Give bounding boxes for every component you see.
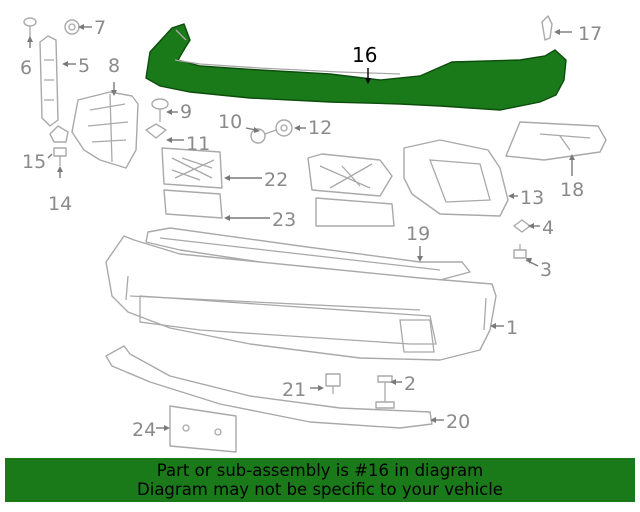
banner-line-part: Part or sub-assembly is #16 in diagram [156, 461, 484, 480]
part-15-clip[interactable] [49, 125, 69, 143]
part-16-upper-cover[interactable] [145, 23, 567, 111]
part-5-bracket[interactable] [39, 35, 59, 127]
part-14-bolt[interactable] [53, 147, 67, 166]
part-12-nut[interactable] [275, 119, 293, 137]
part-9-screw[interactable] [151, 98, 169, 122]
part-22-left-grille[interactable] [161, 147, 223, 189]
callout-5: 5 [78, 55, 90, 77]
part-19-reinforcement[interactable] [145, 227, 471, 281]
callout-9: 9 [180, 101, 192, 123]
callout-20: 20 [446, 411, 470, 433]
callout-2: 2 [404, 373, 416, 395]
banner-line-disclaimer: Diagram may not be specific to your vehi… [137, 480, 503, 499]
callout-4: 4 [542, 217, 554, 239]
callout-18: 18 [560, 179, 584, 201]
callout-3: 3 [540, 259, 552, 281]
part-7-nut[interactable] [64, 19, 80, 35]
part-13-bracket[interactable] [403, 139, 509, 217]
part-23-right-deflector[interactable] [315, 197, 395, 227]
callout-14: 14 [48, 193, 72, 215]
callout-10: 10 [218, 111, 242, 133]
callout-6: 6 [20, 57, 32, 79]
part-8-bracket[interactable] [71, 91, 139, 169]
callout-8: 8 [108, 55, 120, 77]
callout-16: 16 [352, 43, 377, 67]
part-3-bolt[interactable] [513, 244, 527, 259]
part-22-right-grille[interactable] [307, 153, 393, 197]
info-banner: Part or sub-assembly is #16 in diagram D… [5, 458, 635, 502]
callout-24: 24 [132, 419, 156, 441]
callout-12: 12 [308, 117, 332, 139]
part-11-clip-nut[interactable] [145, 123, 167, 139]
callout-11: 11 [186, 133, 210, 155]
callout-19: 19 [406, 223, 430, 245]
part-24-license-bracket[interactable] [169, 405, 237, 453]
callout-22: 22 [264, 169, 288, 191]
part-17-clip[interactable] [541, 15, 553, 41]
part-18-bracket[interactable] [505, 121, 607, 161]
part-1-front-bumper[interactable] [105, 235, 497, 361]
callout-21: 21 [282, 379, 306, 401]
exploded-parts-diagram: 7 6 5 8 9 11 10 12 15 14 16 17 18 22 23 … [20, 15, 607, 453]
callout-23: 23 [272, 209, 296, 231]
callout-7: 7 [94, 17, 106, 39]
callout-13: 13 [520, 187, 544, 209]
part-23-left-deflector[interactable] [163, 189, 223, 219]
part-2-bolt[interactable] [375, 375, 395, 409]
part-20-lower-valance[interactable] [105, 345, 433, 429]
callout-15: 15 [22, 151, 46, 173]
part-4-clip-nut[interactable] [513, 219, 531, 233]
callout-17: 17 [578, 23, 602, 45]
part-21-push-pin[interactable] [325, 373, 341, 394]
arrowheads [27, 24, 575, 431]
callout-1: 1 [506, 317, 518, 339]
